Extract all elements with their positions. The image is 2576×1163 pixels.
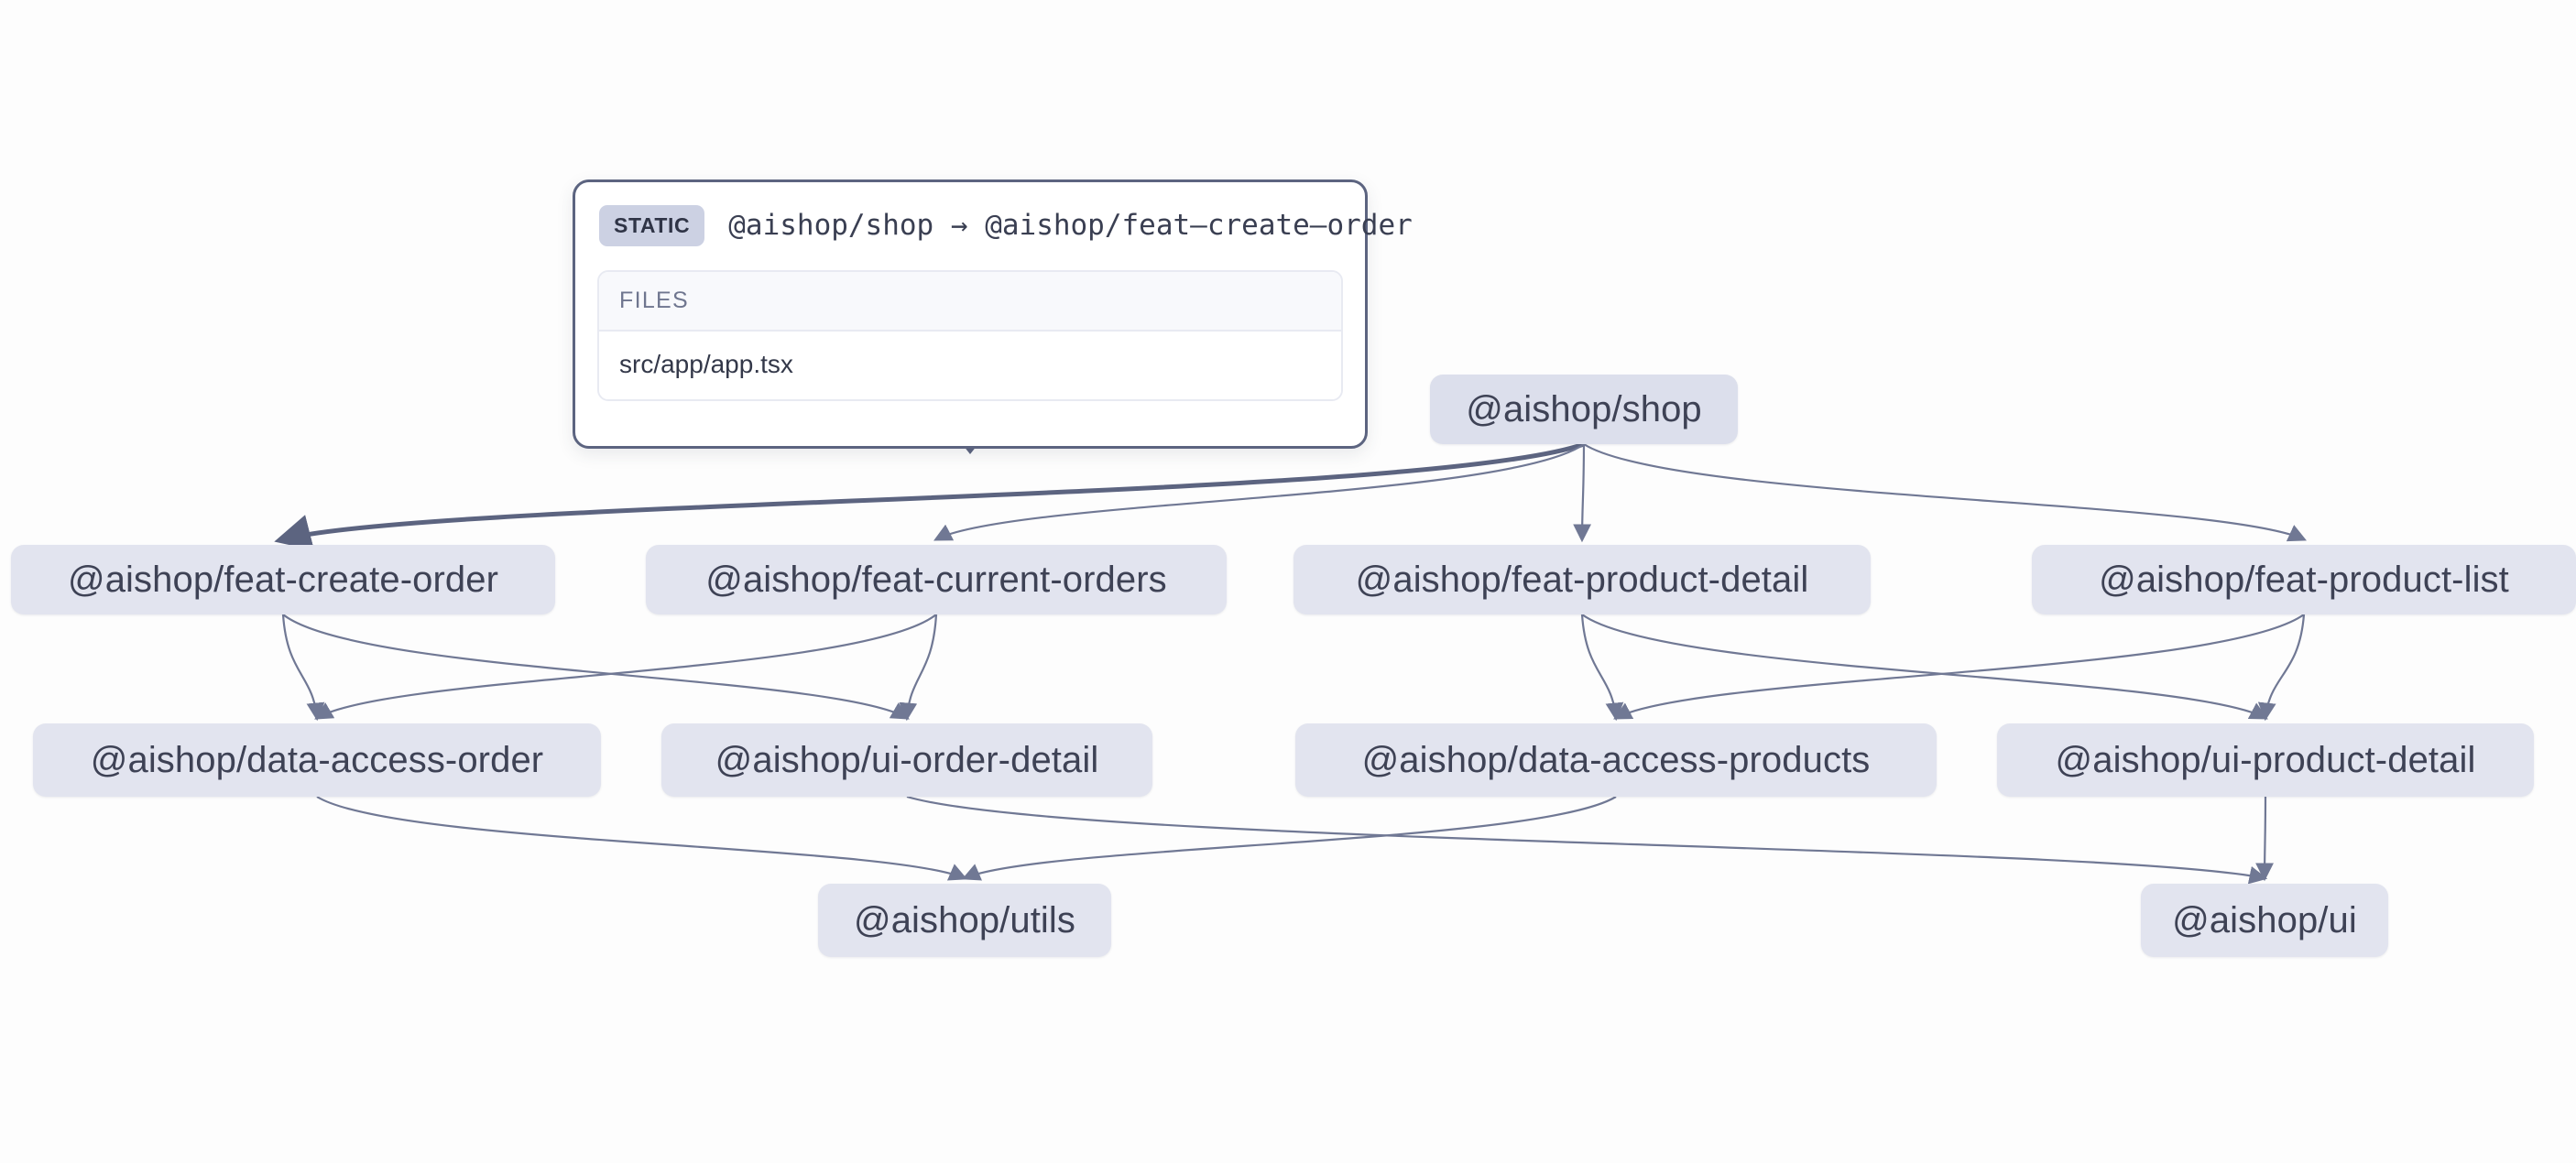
graph-node-ui-product-detail[interactable]: @aishop/ui-product-detail <box>1997 723 2534 797</box>
graph-edge-ui-order-detail-to-ui[interactable] <box>906 795 2268 885</box>
graph-node-feat-product-detail[interactable]: @aishop/feat-product-detail <box>1293 545 1871 614</box>
graph-node-label: @aishop/ui-order-detail <box>715 739 1099 780</box>
graph-node-ui[interactable]: @aishop/ui <box>2141 884 2388 957</box>
graph-node-label: @aishop/data-access-products <box>1361 739 1871 780</box>
edge-detail-header: STATIC @aishop/shop → @aishop/feat–creat… <box>575 182 1413 246</box>
graph-node-label: @aishop/data-access-order <box>90 739 544 780</box>
graph-edge-shop-to-feat-create-order[interactable] <box>274 441 1585 551</box>
graph-node-label: @aishop/feat-create-order <box>68 559 498 600</box>
graph-node-feat-current-orders[interactable]: @aishop/feat-current-orders <box>646 545 1227 614</box>
graph-node-data-access-products[interactable]: @aishop/data-access-products <box>1295 723 1937 797</box>
graph-node-utils[interactable]: @aishop/utils <box>818 884 1111 957</box>
graph-node-label: @aishop/shop <box>1466 388 1702 429</box>
graph-node-label: @aishop/ui <box>2172 899 2357 940</box>
graph-edge-data-access-order-to-utils[interactable] <box>316 796 968 881</box>
graph-edge-shop-to-feat-product-list[interactable] <box>1583 443 2307 542</box>
graph-node-feat-product-list[interactable]: @aishop/feat-product-list <box>2032 545 2576 614</box>
file-row[interactable]: src/app/app.tsx <box>599 332 1341 399</box>
graph-edge-data-access-products-to-utils[interactable] <box>961 796 1617 881</box>
static-badge: STATIC <box>599 204 705 246</box>
graph-edge-feat-product-detail-to-data-access-products[interactable] <box>1580 614 1624 722</box>
files-section-label: FILES <box>599 272 1341 332</box>
graph-edge-feat-current-orders-to-data-access-order[interactable] <box>314 614 937 720</box>
graph-edge-feat-current-orders-to-ui-order-detail[interactable] <box>899 614 938 722</box>
files-panel: FILES src/app/app.tsx <box>597 270 1343 401</box>
graph-edge-feat-product-list-to-data-access-products[interactable] <box>1613 614 2305 720</box>
graph-node-data-access-order[interactable]: @aishop/data-access-order <box>33 723 601 797</box>
graph-edge-shop-to-feat-current-orders[interactable] <box>933 443 1585 541</box>
graph-node-label: @aishop/feat-product-list <box>2099 559 2509 600</box>
graph-node-shop[interactable]: @aishop/shop <box>1430 375 1738 444</box>
graph-node-label: @aishop/feat-current-orders <box>705 559 1167 600</box>
graph-edge-feat-product-detail-to-ui-product-detail[interactable] <box>1581 614 2268 720</box>
edge-detail-card[interactable]: STATIC @aishop/shop → @aishop/feat–creat… <box>573 179 1413 449</box>
files-list: src/app/app.tsx <box>599 332 1341 399</box>
graph-node-label: @aishop/utils <box>853 899 1076 940</box>
graph-node-feat-create-order[interactable]: @aishop/feat-create-order <box>11 545 555 614</box>
graph-edge-feat-product-list-to-ui-product-detail[interactable] <box>2257 614 2306 722</box>
graph-node-label: @aishop/ui-product-detail <box>2055 739 2476 780</box>
edge-title: @aishop/shop → @aishop/feat–create–order <box>728 209 1413 242</box>
graph-node-ui-order-detail[interactable]: @aishop/ui-order-detail <box>661 723 1152 797</box>
graph-node-label: @aishop/feat-product-detail <box>1355 559 1809 600</box>
graph-edge-feat-create-order-to-ui-order-detail[interactable] <box>282 614 910 720</box>
graph-edge-shop-to-feat-product-detail[interactable] <box>1573 443 1591 543</box>
